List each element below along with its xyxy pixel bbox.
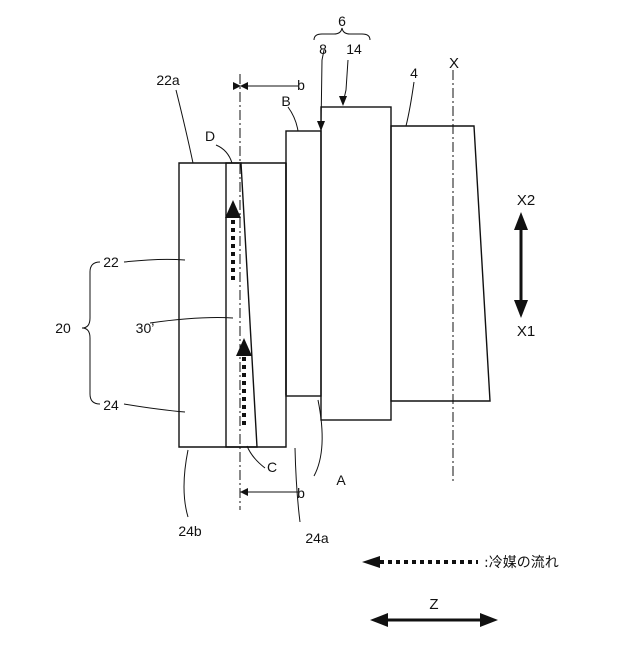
label-22a: 22a: [156, 72, 180, 88]
legend-coolant-flow-text: :冷媒の流れ: [484, 555, 559, 571]
label-x2: X2: [517, 192, 535, 209]
label-20: 20: [55, 320, 71, 336]
layer-8: [286, 131, 321, 396]
label-C: C: [267, 459, 277, 475]
label-A: A: [336, 472, 346, 488]
label-8: 8: [319, 41, 327, 57]
legend-coolant-arrow: [362, 556, 478, 568]
label-24a: 24a: [305, 530, 329, 546]
brace-20: [82, 262, 100, 404]
section-mark-bottom: [240, 488, 298, 496]
label-b-top: b: [297, 77, 305, 93]
label-b-bottom: b: [297, 485, 305, 501]
label-30prime: 30’: [136, 320, 155, 336]
label-24b: 24b: [178, 523, 202, 539]
x-direction-arrow: [514, 212, 528, 318]
leader-lines: [124, 50, 414, 522]
label-axis-x: X: [449, 55, 459, 72]
label-B: B: [281, 93, 290, 109]
label-6: 6: [338, 13, 346, 29]
member-4: [391, 126, 490, 401]
z-direction-arrow: [370, 613, 498, 627]
label-24: 24: [103, 397, 119, 413]
layer-14: [321, 107, 391, 420]
label-22: 22: [103, 254, 119, 270]
coolant-flow-arrow-upper: [225, 200, 241, 280]
label-4: 4: [410, 65, 418, 81]
label-D: D: [205, 128, 215, 144]
label-14: 14: [346, 41, 362, 57]
label-z: Z: [429, 596, 438, 613]
section-mark-top: [240, 82, 298, 90]
brace-6: [314, 28, 370, 40]
coolant-flow-arrow-lower: [236, 338, 252, 425]
label-x1: X1: [517, 323, 535, 340]
